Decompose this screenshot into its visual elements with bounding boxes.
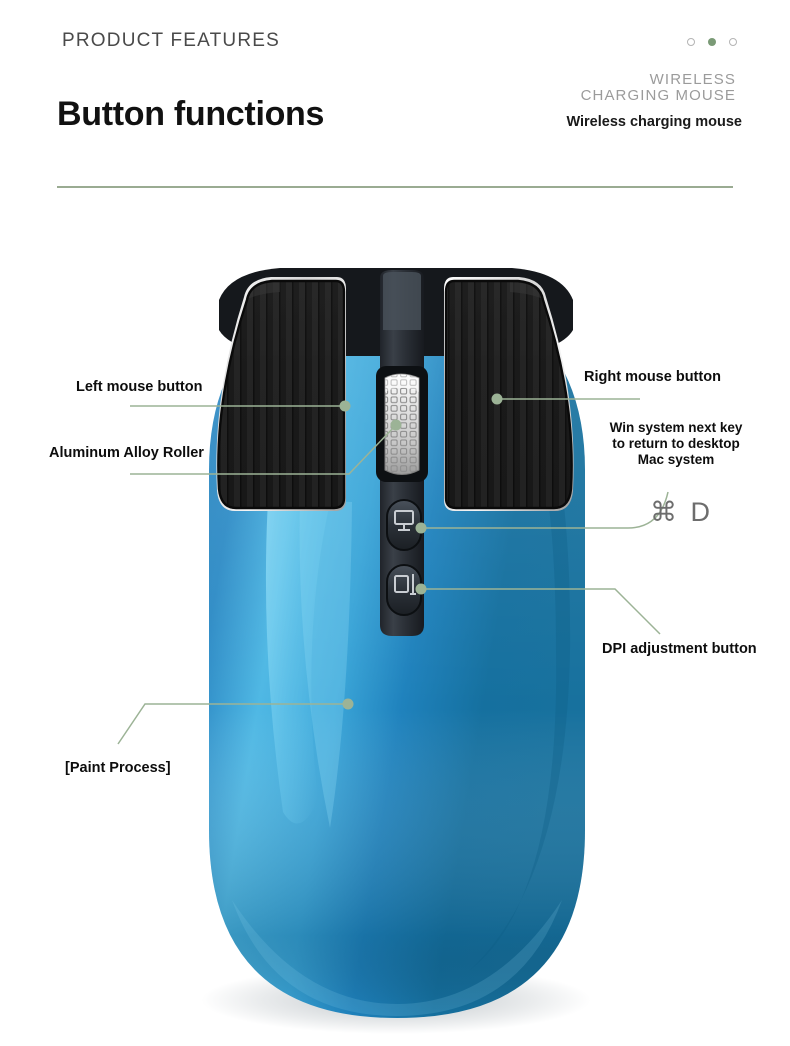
pagination-dot-3[interactable] [729, 38, 737, 46]
callout-aluminum-alloy-roller: Aluminum Alloy Roller [49, 445, 204, 461]
brand-subtitle: Wireless charging mouse [566, 114, 742, 130]
command-key-shortcut: ⌘ D [650, 497, 713, 527]
callout-dpi-adjustment: DPI adjustment button [602, 641, 757, 657]
marker-display-button [415, 522, 427, 534]
dpi-icon [394, 574, 416, 595]
callout-paint-process: [Paint Process] [65, 760, 171, 776]
marker-left-mouse-button [339, 400, 351, 412]
header-divider [57, 186, 733, 188]
brand-line-2: CHARGING MOUSE [580, 87, 736, 105]
pagination-dots [687, 38, 737, 46]
brand-name: WIRELESS CHARGING MOUSE [580, 71, 736, 105]
pagination-dot-2-active[interactable] [708, 38, 716, 46]
leader-roller [130, 424, 397, 475]
marker-right-mouse-button [491, 393, 503, 405]
marker-dpi-button [415, 583, 427, 595]
marker-roller [390, 419, 402, 431]
leader-win-system [421, 491, 669, 529]
leader-paint-process [117, 703, 348, 745]
callout-right-mouse-button: Right mouse button [584, 369, 721, 385]
page-eyebrow: PRODUCT FEATURES [62, 30, 281, 51]
pagination-dot-1[interactable] [687, 38, 695, 46]
page-title: Button functions [57, 95, 325, 133]
right-mouse-button-pad[interactable] [435, 270, 580, 520]
leader-end-dots [339, 393, 503, 710]
callout-win-system: Win system next key to return to desktop… [609, 420, 743, 467]
leader-dpi [421, 588, 661, 635]
display-switch-button[interactable] [386, 499, 422, 551]
marker-paint-process [342, 698, 354, 710]
brand-line-1: WIRELESS [649, 71, 736, 88]
callout-left-mouse-button: Left mouse button [76, 379, 203, 395]
monitor-icon [394, 510, 414, 531]
